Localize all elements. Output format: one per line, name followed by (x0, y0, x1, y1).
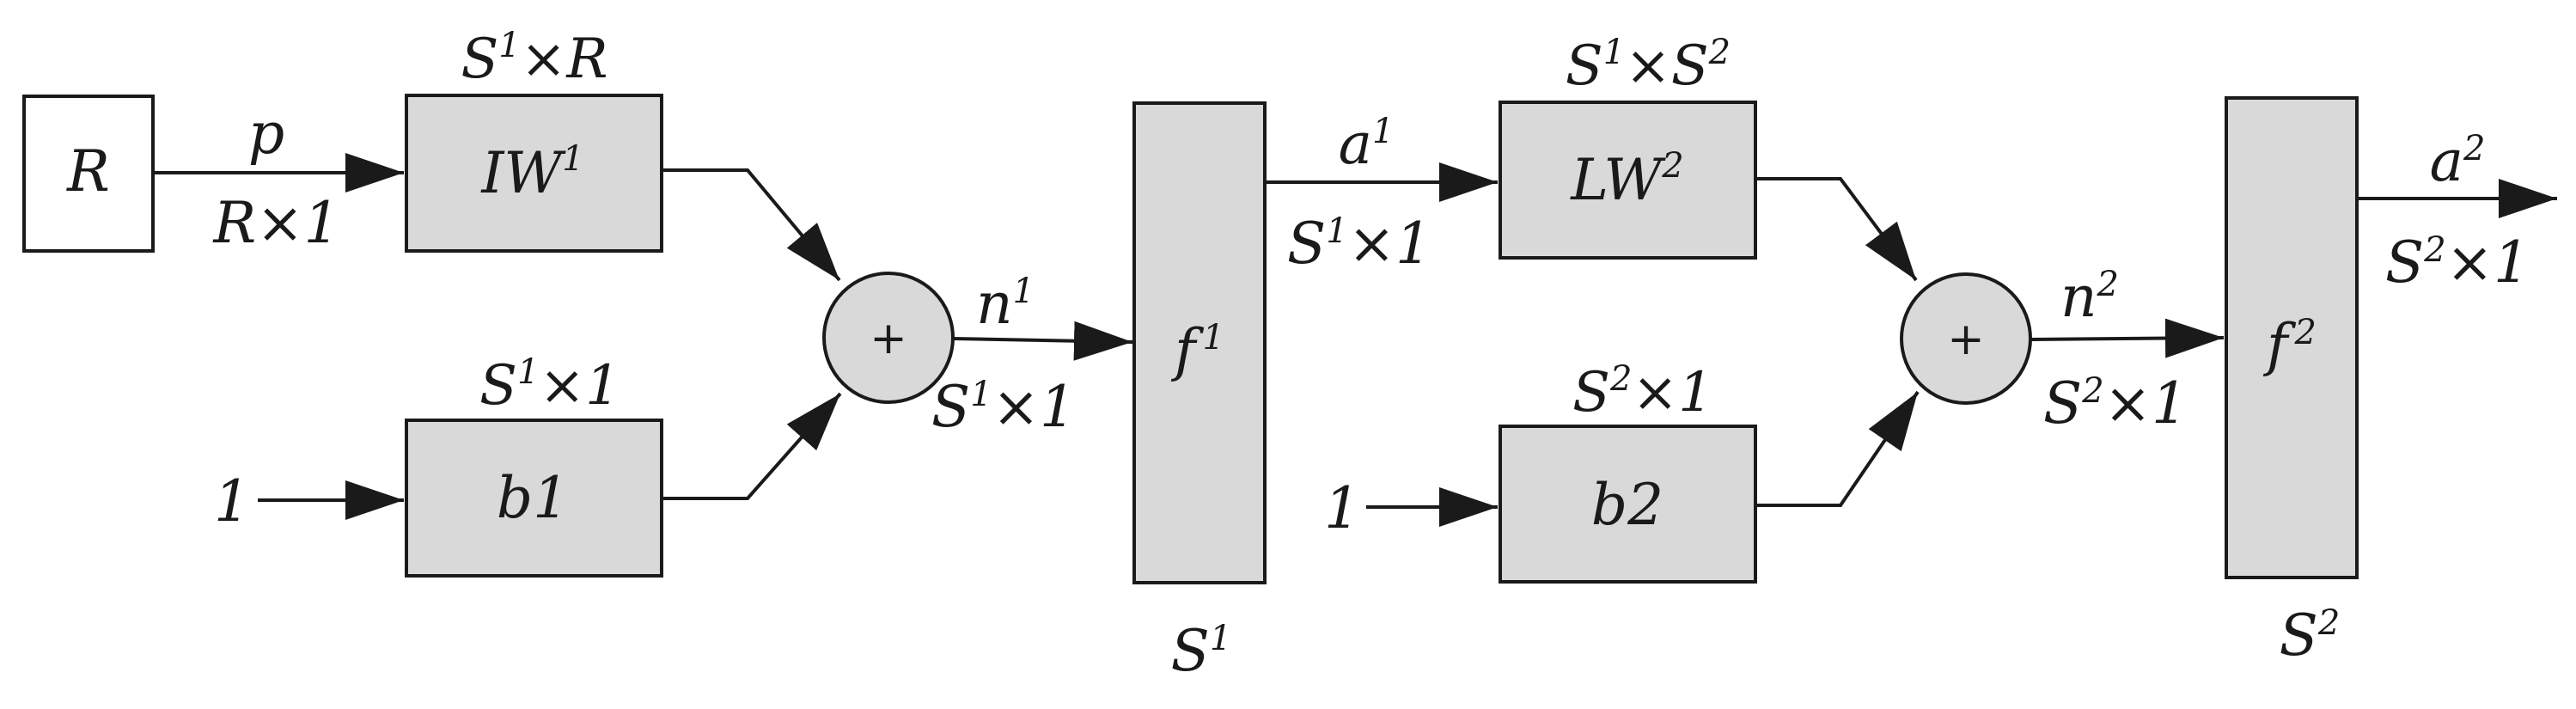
bias-b2-block: b2 (1499, 425, 1757, 584)
output2-label: a2 (2430, 128, 2486, 194)
weight-lw2-dimension: S1×S2 (1566, 33, 1731, 98)
input-block: R (22, 95, 155, 253)
net1-size: S1×1 (931, 374, 1076, 440)
net1-arrow (952, 321, 1133, 361)
weight-iw1-block: IW1 (405, 94, 663, 253)
net2-size: S2×1 (2043, 370, 2188, 437)
weight-lw2-block: LW2 (1499, 101, 1757, 260)
bias1-dimension: S1×1 (479, 352, 620, 418)
net2-label: n2 (2060, 264, 2119, 330)
sum2-plus-symbol: + (1947, 314, 1985, 365)
input-signal-size: R×1 (213, 190, 340, 256)
input-signal-label: p (248, 101, 284, 167)
net1-label: n1 (976, 271, 1035, 337)
bias2-input-label: 1 (1324, 475, 1360, 541)
weight-lw2-label: LW2 (1570, 146, 1683, 213)
output1-label: a1 (1339, 111, 1395, 177)
bias2-dimension: S2×1 (1572, 359, 1713, 425)
bias1-input-label: 1 (214, 468, 250, 535)
weight-iw1-label: IW1 (480, 139, 583, 206)
output1-size: S1×1 (1287, 211, 1431, 277)
sum1-plus-symbol: + (870, 313, 907, 364)
layer1-neuron-count: S1 (1171, 618, 1232, 684)
weight-iw1-dimension: S1×R (461, 26, 607, 91)
b2-to-sum2-wire (1755, 390, 1920, 507)
bias-b1-label: b1 (497, 465, 569, 531)
b1-to-sum1-wire (662, 392, 842, 500)
input-block-label: R (66, 138, 110, 205)
bias-b1-block: b1 (405, 419, 663, 578)
iw1-to-sum1-wire (662, 168, 841, 282)
layer2-neuron-count: S2 (2280, 602, 2341, 669)
bias-b2-label: b2 (1591, 472, 1663, 538)
summing-junction-1: + (822, 272, 955, 404)
output2-size: S2×1 (2385, 229, 2530, 296)
summing-junction-2: + (1900, 272, 2032, 405)
lw2-to-sum2-wire (1755, 177, 1918, 282)
net2-arrow (2030, 318, 2225, 358)
